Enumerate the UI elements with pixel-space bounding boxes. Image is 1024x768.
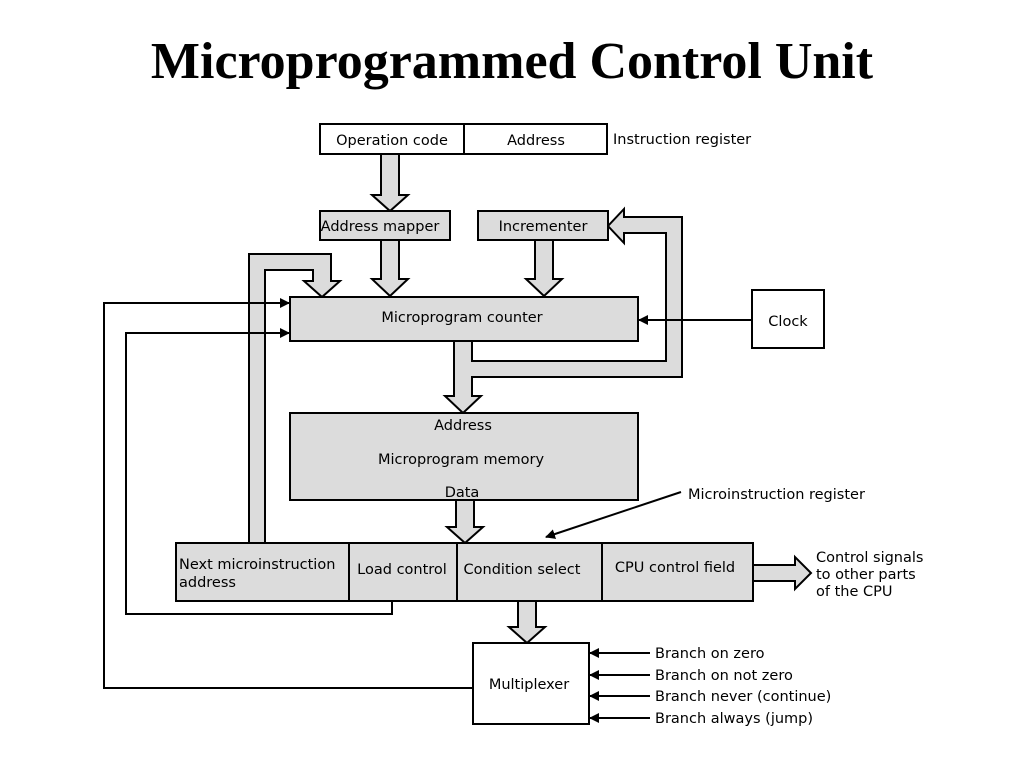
incrementer-label: Incrementer <box>499 219 588 235</box>
control-signals-line2: to other parts <box>816 567 916 583</box>
ir-caption: Instruction register <box>613 132 751 148</box>
branch-label-not-zero: Branch on not zero <box>655 668 793 684</box>
microprogram-counter-box <box>289 296 639 342</box>
microprogram-counter: Microprogram counter <box>289 296 639 342</box>
address-mapper-label: Address mapper <box>321 219 440 235</box>
bus-arrow-next-address-to-counter <box>248 253 343 544</box>
microinstruction-register-caption: Microinstruction register <box>688 487 865 503</box>
memory-data-label: Data <box>445 485 480 501</box>
incrementer-box <box>477 210 609 241</box>
microprogram-memory-box <box>289 412 639 501</box>
branch-label-never: Branch never (continue) <box>655 689 831 705</box>
branch-labels: Branch on zero Branch on not zero Branch… <box>655 646 831 727</box>
page-title: Microprogrammed Control Unit <box>150 33 874 90</box>
bus-arrow-condition-to-multiplexer <box>506 600 548 645</box>
line-load-control-to-counter <box>125 328 393 615</box>
field-cpu-control-label: CPU control field <box>615 560 735 576</box>
instruction-register: Operation code Address Instruction regis… <box>319 123 751 155</box>
field-load-control-label: Load control <box>357 562 447 578</box>
control-signals-line3: of the CPU <box>816 584 892 600</box>
ir-address-box <box>463 123 608 155</box>
bus-arrow-incrementer-to-counter <box>523 239 565 298</box>
microprogram-counter-label: Microprogram counter <box>381 310 542 326</box>
field-next-address-line2: address <box>179 575 236 591</box>
bus-arrow-control-signals <box>752 554 813 592</box>
address-mapper-box <box>319 210 451 241</box>
ir-opcode-label: Operation code <box>336 133 448 149</box>
field-cpu-control-box <box>601 542 754 602</box>
multiplexer-box <box>472 642 590 725</box>
clock-box <box>751 289 825 349</box>
field-condition-select-label: Condition select <box>464 562 581 578</box>
address-mapper: Address mapper <box>319 210 451 241</box>
field-next-address-box <box>175 542 350 602</box>
line-register-label-pointer <box>545 491 682 539</box>
control-signals-caption: Control signals to other parts of the CP… <box>816 550 923 600</box>
memory-address-label: Address <box>434 418 492 434</box>
bus-arrow-opcode-to-mapper <box>369 153 411 213</box>
bus-arrow-mapper-to-counter <box>369 239 411 298</box>
memory-name-label: Microprogram memory <box>378 452 545 468</box>
branch-label-zero: Branch on zero <box>655 646 765 662</box>
line-multiplexer-to-counter <box>103 298 473 689</box>
field-next-address-line1: Next microinstruction <box>179 557 335 573</box>
clock: Clock <box>751 289 825 349</box>
multiplexer-label: Multiplexer <box>489 677 569 693</box>
bus-arrow-data-to-register <box>444 499 486 545</box>
incrementer: Incrementer <box>477 210 609 241</box>
control-signals-line1: Control signals <box>816 550 923 566</box>
ir-address-label: Address <box>507 133 565 149</box>
ir-opcode-box <box>319 123 465 155</box>
microinstruction-register: Next microinstruction address Load contr… <box>175 542 754 602</box>
field-condition-select-box <box>456 542 603 602</box>
clock-label: Clock <box>768 314 808 330</box>
branch-label-always: Branch always (jump) <box>655 711 813 727</box>
microprogram-memory: Address Microprogram memory Data <box>289 412 639 501</box>
multiplexer: Multiplexer <box>472 642 590 725</box>
thin-connections <box>103 298 752 723</box>
